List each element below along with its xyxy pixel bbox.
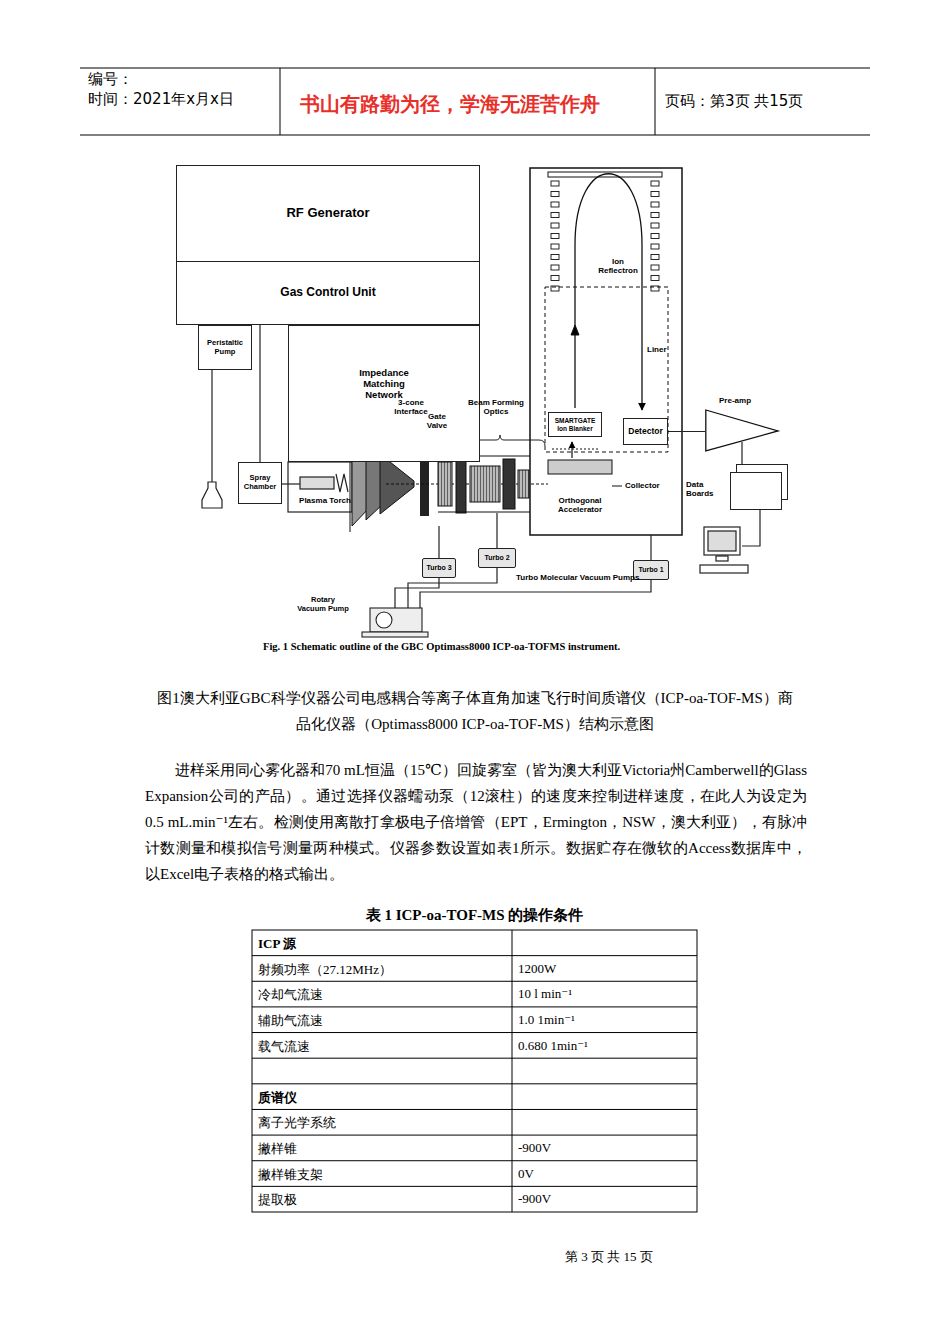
table-cell: 1200W	[518, 961, 556, 977]
node-text: Turbo 1	[638, 566, 663, 574]
figure-caption: Fig. 1 Schematic outline of the GBC Opti…	[263, 641, 620, 652]
page-footer: 第 3 页 共 15 页	[565, 1248, 653, 1266]
header-motto: 书山有路勤为径，学海无涯苦作舟	[300, 91, 600, 118]
preamp-triangle: Pre-amp	[705, 396, 781, 452]
part-label: Orthogonal Accelerator	[544, 496, 616, 514]
table-grid	[252, 930, 697, 1212]
detector-box: Detector	[623, 418, 668, 445]
table-cell: 10 l min⁻¹	[518, 986, 572, 1002]
table-cell: 提取极	[258, 1191, 297, 1209]
table-cell: ICP 源	[258, 935, 296, 953]
turbo-pump: Turbo 3	[422, 558, 456, 578]
rf-generator: RF Generator	[176, 165, 480, 262]
part-label: Gate Valve	[421, 412, 453, 430]
table-cell: 离子光学系统	[258, 1114, 336, 1132]
turbo-pump: Turbo 2	[478, 548, 516, 568]
table-cell: 0V	[518, 1166, 534, 1182]
rotary-pump	[362, 608, 428, 637]
rotary-pump: Rotary Vacuum Pump	[296, 596, 426, 642]
gas-control-unit: Gas Control Unit	[176, 262, 480, 325]
table-cell: 射频功率（27.12MHz）	[258, 961, 392, 979]
impedance-network: Impedance Matching Network	[288, 325, 480, 462]
connector-line	[259, 325, 260, 462]
header-field: 编号：	[88, 70, 133, 89]
table-cell: -900V	[518, 1191, 551, 1207]
node-text: Gas Control Unit	[280, 286, 375, 300]
header-field: 时间：2021年x月x日	[88, 90, 234, 109]
node-text: Peristaltic Pump	[199, 339, 251, 356]
table-title: 表 1 ICP-oa-TOF-MS 的操作条件	[252, 906, 697, 925]
node-text: RF Generator	[286, 206, 369, 221]
table-cell: -900V	[518, 1140, 551, 1156]
sample-bottle	[202, 370, 222, 508]
table-cell: 载气流速	[258, 1038, 310, 1056]
plasma-torch	[282, 462, 352, 512]
body-paragraph: 进样采用同心雾化器和70 mL恒温（15℃）回旋雾室（皆为澳大利亚Victori…	[145, 757, 807, 887]
node-text: Spray Chamber	[239, 474, 281, 491]
node-text: Rotary Vacuum Pump	[296, 596, 350, 613]
board-box	[730, 472, 782, 510]
part-label: Turbo Molecular Vacuum Pumps	[516, 573, 639, 582]
table-cell: 辅助气流速	[258, 1012, 323, 1030]
gate-valve	[420, 454, 429, 516]
node-text: Pre-amp	[705, 396, 781, 405]
data-boards: Data Boards	[686, 468, 790, 510]
ion-blanker: SMARTGATE Ion Blanker	[548, 412, 602, 437]
connector-line	[668, 431, 705, 432]
flight-tube	[530, 168, 682, 535]
table-cell: 冷却气流速	[258, 986, 323, 1004]
table-cell: 1.0 1min⁻¹	[518, 1012, 575, 1028]
part-label: Collector	[625, 481, 660, 490]
spray-chamber: Spray Chamber	[238, 462, 282, 504]
vacuum-port	[439, 513, 651, 560]
node-text: Impedance Matching Network	[353, 368, 415, 401]
connector-line	[741, 442, 742, 464]
part-label: 3-cone Interface	[388, 398, 434, 416]
table-cell: 撇样锥	[258, 1140, 297, 1158]
node-text: SMARTGATE Ion Blanker	[549, 417, 601, 432]
table-cell: 撇样锥支架	[258, 1166, 323, 1184]
table-cell: 0.680 1min⁻¹	[518, 1038, 588, 1054]
node-text: Turbo 2	[484, 554, 509, 562]
part-label: Liner	[647, 345, 677, 354]
table-cell: 质谱仪	[258, 1089, 297, 1107]
part-label: Ion Reflectron	[598, 257, 638, 275]
header-frame	[80, 68, 870, 135]
ion-optics	[386, 455, 548, 513]
figure-caption: 图1澳大利亚GBC科学仪器公司电感耦合等离子体直角加速飞行时间质谱仪（ICP-o…	[150, 685, 800, 737]
node-text: Turbo 3	[426, 564, 451, 572]
computer	[700, 510, 760, 573]
page-number: 页码：第3页 共15页	[665, 92, 803, 111]
part-label: Plasma Torch	[297, 496, 353, 505]
node-text: Detector	[628, 427, 662, 437]
peristaltic-pump: Peristaltic Pump	[198, 325, 252, 370]
connector-line	[420, 580, 651, 608]
node-text: Data Boards	[686, 480, 728, 498]
part-label: Beam Forming Optics	[457, 398, 535, 416]
